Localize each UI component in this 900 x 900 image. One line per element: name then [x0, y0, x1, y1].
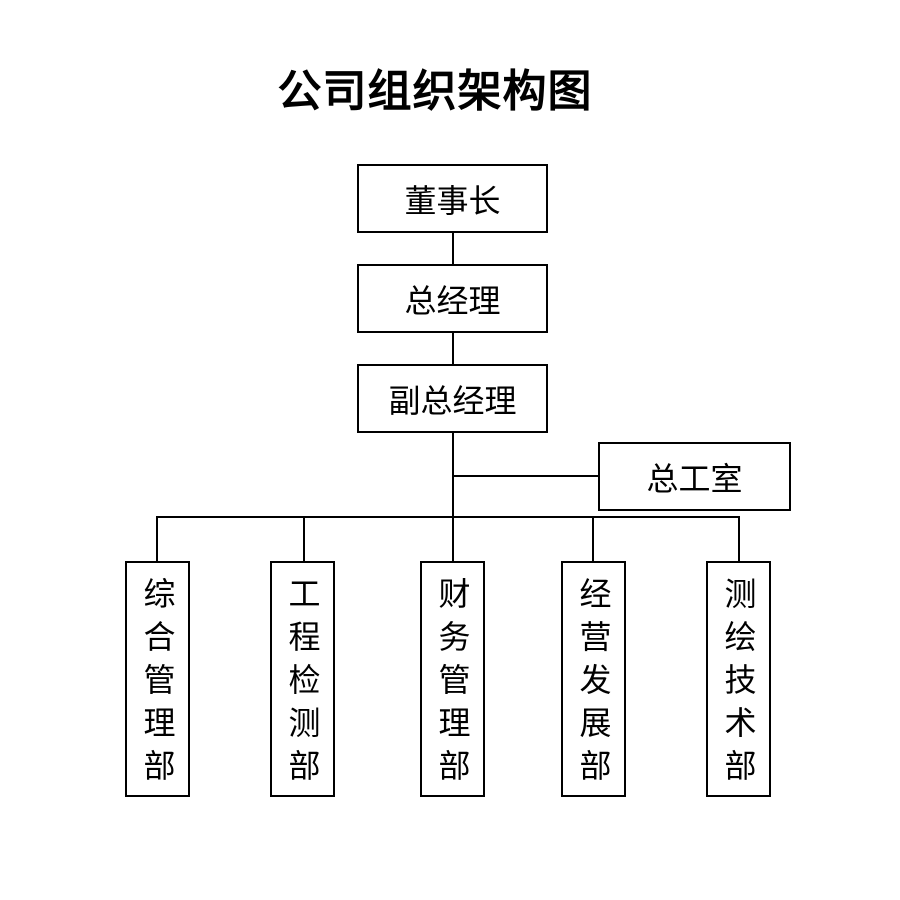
- node-department: 工程检测部: [270, 561, 335, 797]
- node-chief-engineer-office-label: 总工室: [646, 459, 743, 498]
- department-label: 测绘技术部: [719, 577, 758, 792]
- department-label: 财务管理部: [433, 577, 472, 792]
- node-general-manager-label: 总经理: [404, 281, 501, 320]
- node-department: 测绘技术部: [706, 561, 771, 797]
- node-department: 财务管理部: [420, 561, 485, 797]
- node-deputy-general-manager-label: 副总经理: [388, 381, 517, 420]
- node-department: 综合管理部: [125, 561, 190, 797]
- node-chief-engineer-office: 总工室: [598, 442, 791, 511]
- department-label: 综合管理部: [138, 577, 177, 792]
- node-general-manager: 总经理: [357, 264, 548, 333]
- node-deputy-general-manager: 副总经理: [357, 364, 548, 433]
- node-chairman-label: 董事长: [404, 181, 501, 220]
- department-label: 工程检测部: [283, 577, 322, 792]
- node-department: 经营发展部: [561, 561, 626, 797]
- department-label: 经营发展部: [574, 577, 613, 792]
- chart-title: 公司组织架构图: [277, 66, 593, 117]
- node-chairman: 董事长: [357, 164, 548, 233]
